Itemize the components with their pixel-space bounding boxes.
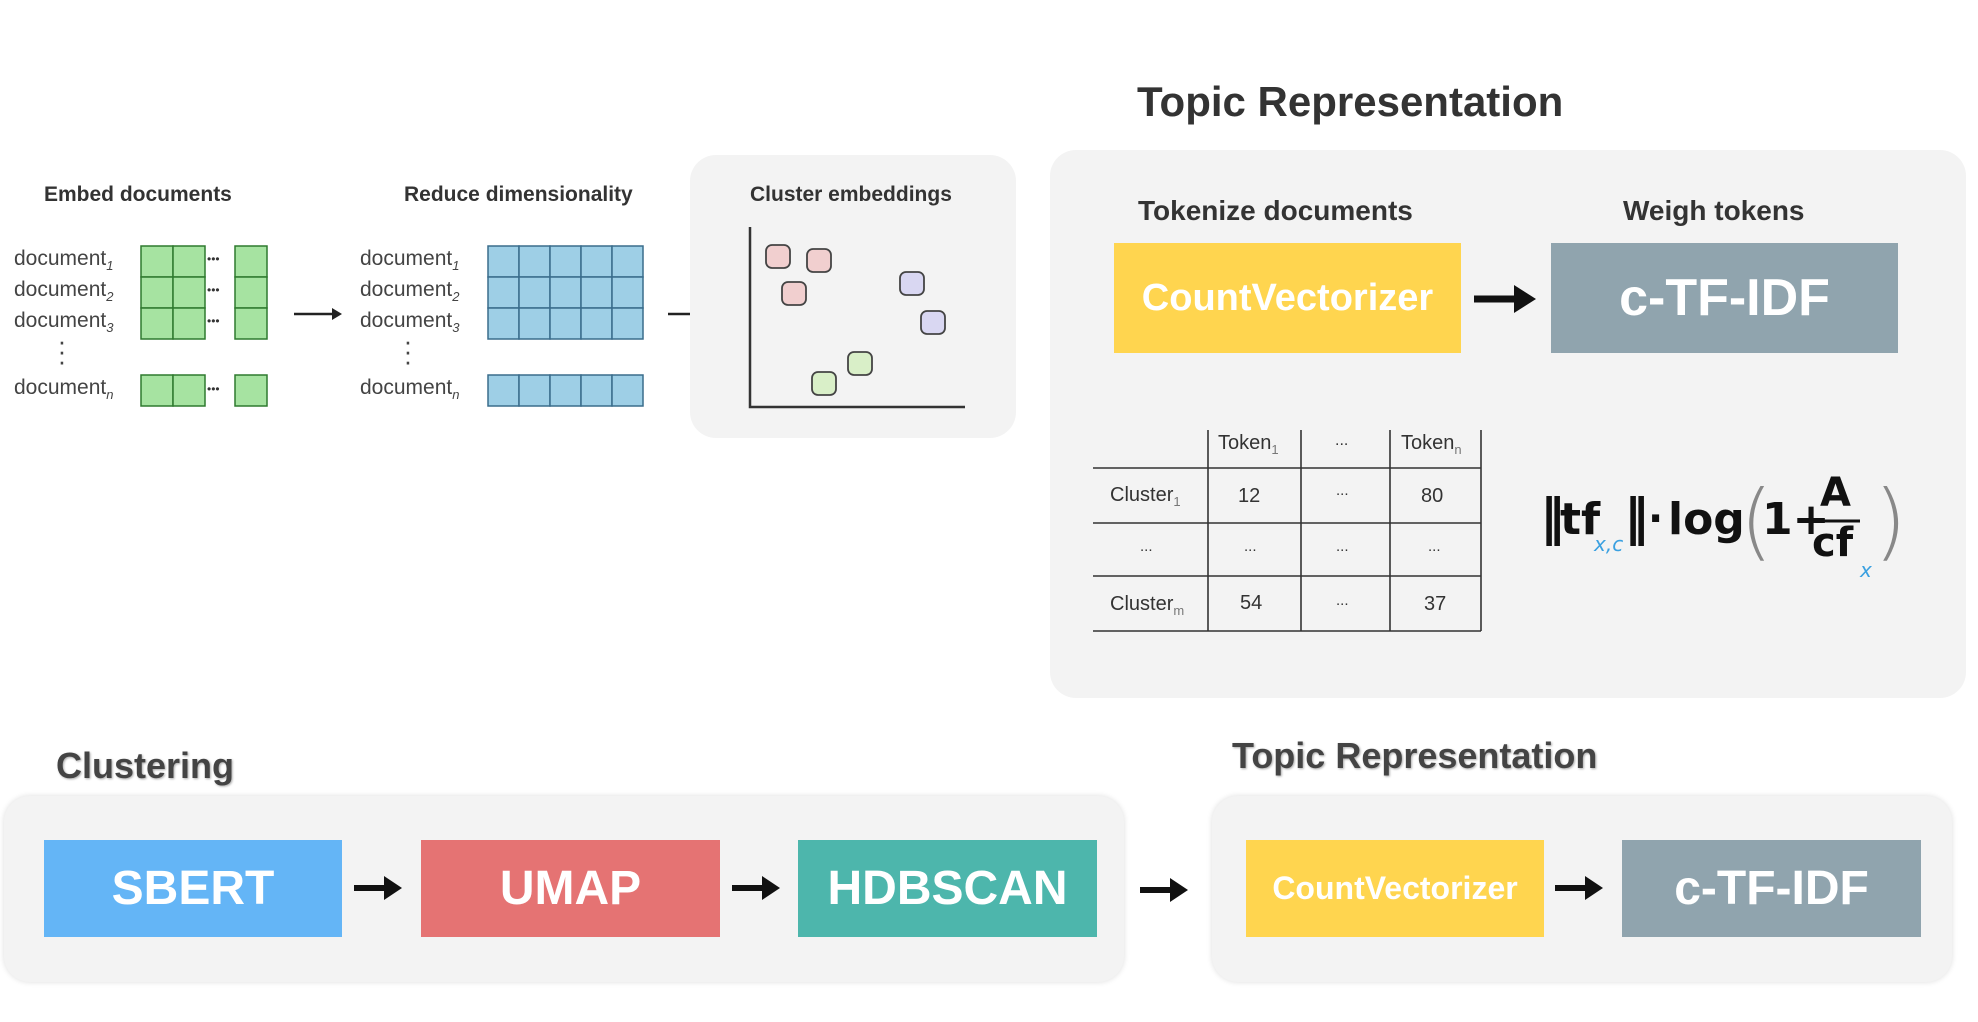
umap-box: UMAP (421, 840, 720, 937)
reduce-doc-label: document1 (360, 247, 460, 274)
cluster-point (765, 244, 791, 269)
table-cell: ... (1336, 538, 1349, 555)
formula-tf: tf (1560, 494, 1601, 545)
sbert-box: SBERT (44, 840, 342, 937)
table-cell: 37 (1424, 593, 1447, 615)
cluster-point (847, 351, 873, 376)
formula-numerator: A (1820, 470, 1851, 516)
table-row-label: Clusterm (1110, 593, 1185, 618)
tokenize-documents-title: Tokenize documents (1138, 195, 1413, 226)
embed-doc-label: document2 (14, 278, 114, 305)
horizontal-ellipsis-icon: ••• (207, 283, 220, 297)
arrow-right-icon (1555, 876, 1603, 900)
table-header-token-1: Token1 (1218, 432, 1279, 457)
table-cell: ... (1244, 538, 1257, 555)
horizontal-ellipsis-icon: ••• (207, 252, 220, 266)
horizontal-ellipsis-icon: ••• (207, 382, 220, 396)
arrow-right-icon (732, 876, 780, 900)
embedding-matrix (140, 245, 268, 407)
table-cell: 12 (1238, 485, 1261, 507)
token-table-grid (1093, 430, 1482, 632)
cluster-point (781, 281, 807, 306)
arrow-right-icon (354, 876, 402, 900)
table-cell: ... (1336, 482, 1349, 499)
left-paren: ( (1740, 472, 1773, 570)
table-cell: ... (1336, 592, 1349, 609)
bottom-countvectorizer-box: CountVectorizer (1246, 840, 1544, 937)
right-paren: ) (1874, 472, 1907, 570)
table-row-label: ... (1140, 538, 1153, 555)
formula-dot: · (1648, 496, 1664, 542)
embed-doc-label: document3 (14, 309, 114, 336)
reduce-doc-label: documentn (360, 376, 460, 403)
weigh-tokens-title: Weigh tokens (1623, 195, 1805, 226)
embed-doc-label: document1 (14, 247, 114, 274)
embed-documents-title: Embed documents (44, 183, 232, 206)
arrow-right-icon (294, 308, 342, 320)
reduce-dimensionality-title: Reduce dimensionality (404, 183, 633, 206)
formula-log: log (1668, 494, 1745, 545)
clustering-heading: Clustering (56, 745, 235, 786)
c-tf-idf-box: c-TF-IDF (1551, 243, 1898, 353)
reduce-doc-label: document2 (360, 278, 460, 305)
formula-denominator-subscript: x (1860, 558, 1872, 582)
formula-tf-subscript: x,c (1594, 532, 1624, 556)
horizontal-ellipsis-icon: ••• (207, 314, 220, 328)
vertical-ellipsis-icon: ··· (403, 326, 413, 376)
fraction-bar (1812, 519, 1860, 523)
cluster-point (811, 371, 837, 396)
topic-representation-heading: Topic Representation (1137, 78, 1564, 125)
table-cell: ... (1428, 538, 1441, 555)
table-header-ellipsis: ... (1335, 432, 1349, 449)
cluster-point (899, 271, 925, 296)
cluster-embeddings-panel (690, 155, 1016, 438)
bottom-topic-representation-heading: Topic Representation (1232, 735, 1598, 776)
formula-denominator: cf (1812, 520, 1854, 566)
table-cell: 54 (1240, 592, 1263, 614)
norm-bars-right: ‖ (1624, 488, 1649, 546)
reduce-doc-label: document3 (360, 309, 460, 336)
table-cell: 80 (1421, 485, 1444, 507)
cluster-point (806, 248, 832, 273)
countvectorizer-box: CountVectorizer (1114, 243, 1461, 353)
cluster-scatter-plot (748, 227, 965, 409)
hdbscan-box: HDBSCAN (798, 840, 1097, 937)
table-header-token-n: Tokenn (1401, 432, 1462, 457)
table-row-label: Cluster1 (1110, 484, 1181, 509)
reduced-matrix (487, 245, 644, 407)
arrow-right-icon (1474, 285, 1536, 313)
cluster-point (920, 310, 946, 335)
embed-doc-label: documentn (14, 376, 114, 403)
norm-bars-left: ‖ (1540, 488, 1565, 546)
cluster-embeddings-title: Cluster embeddings (750, 183, 952, 206)
bottom-c-tf-idf-box: c-TF-IDF (1622, 840, 1921, 937)
arrow-right-icon (1140, 878, 1188, 902)
vertical-ellipsis-icon: ··· (57, 326, 67, 376)
topic-representation-panel (1050, 150, 1966, 698)
